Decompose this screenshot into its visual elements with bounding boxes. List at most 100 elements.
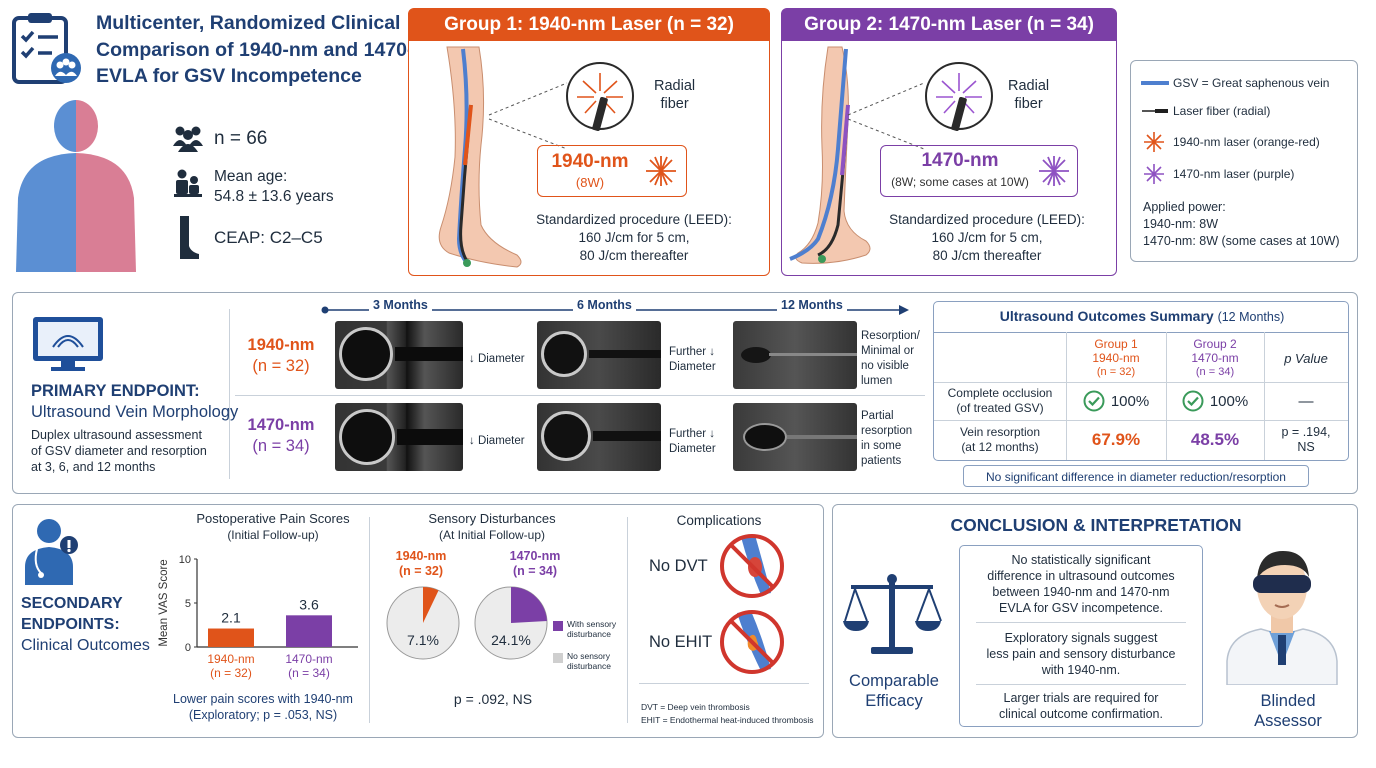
x-category-label: 1470-nm bbox=[285, 652, 332, 666]
sensory-pie-1470: 24.1% bbox=[474, 586, 548, 660]
x-category-n-label: (n = 34) bbox=[288, 666, 330, 680]
row1-6m-note: Further ↓Diameter bbox=[669, 346, 716, 373]
summary-row1-label: Complete occlusion(of treated GSV) bbox=[947, 386, 1053, 415]
x-category-n-label: (n = 32) bbox=[210, 666, 252, 680]
summary-row1-p: — bbox=[1298, 392, 1314, 410]
sensory-p-value: p = .092, NS bbox=[453, 691, 533, 707]
bar-value-label: 3.6 bbox=[299, 596, 319, 612]
ultrasound-1470-12m bbox=[733, 403, 857, 471]
y-tick-label: 10 bbox=[179, 554, 191, 566]
timeline-12-months: 12 Months bbox=[777, 298, 847, 312]
zoom-dashed-lines bbox=[488, 82, 568, 150]
group-people-icon bbox=[173, 126, 203, 152]
bar-value-label: 2.1 bbox=[221, 610, 241, 626]
pain-chart-title: Postoperative Pain Scores (Initial Follo… bbox=[196, 511, 350, 542]
ultrasound-1470-6m bbox=[537, 403, 661, 471]
ultrasound-1940-3m bbox=[335, 321, 463, 389]
timeline-6-months: 6 Months bbox=[573, 298, 636, 312]
summary-row2-group1: 67.9% bbox=[1091, 430, 1141, 449]
gsv-line-icon bbox=[1141, 81, 1169, 85]
primary-endpoint-panel: PRIMARY ENDPOINT: Ultrasound Vein Morpho… bbox=[12, 292, 1358, 494]
bar-1470-nm bbox=[286, 615, 332, 647]
laser-burst-purple-icon bbox=[1144, 164, 1164, 184]
pie-disturbance-slice bbox=[511, 587, 547, 623]
group2-wavelength-box: 1470-nm (8W; some cases at 10W) bbox=[880, 145, 1078, 197]
doctor-icon bbox=[25, 519, 78, 585]
conclusion-title: CONCLUSION & INTERPRETATION bbox=[950, 515, 1242, 535]
zoom-dashed-lines bbox=[847, 82, 925, 150]
sensory-pie-1940: 7.1% bbox=[386, 586, 460, 660]
summary-title: Ultrasound Outcomes Summary (12 Months) bbox=[999, 308, 1285, 324]
timeline-3-months: 3 Months bbox=[369, 298, 432, 312]
row2-group-label: 1470-nm (n = 34) bbox=[247, 416, 315, 455]
row2-3m-note: ↓ Diameter bbox=[469, 435, 525, 447]
clipboard-icon bbox=[12, 13, 81, 84]
sensory-title: Sensory Disturbances (At Initial Follow-… bbox=[428, 511, 556, 542]
no-dvt-icon bbox=[720, 534, 784, 598]
summary-row2-label: Vein resorption(at 12 months) bbox=[959, 425, 1041, 454]
group1-title: Group 1: 1940-nm Laser (n = 32) bbox=[409, 9, 769, 41]
ultrasound-1940-6m bbox=[537, 321, 661, 389]
summary-row2-p: p = .194,NS bbox=[1281, 425, 1331, 454]
summary-row1-group2: 100% bbox=[1166, 382, 1264, 420]
group1-procedure: Standardized procedure (LEED): 160 J/cm … bbox=[536, 212, 732, 263]
complications-definitions: DVT = Deep vein thrombosis EHIT = Endoth… bbox=[641, 702, 814, 725]
ultrasound-1470-3m bbox=[335, 403, 463, 471]
secondary-endpoints-panel: SECONDARY ENDPOINTS: Clinical Outcomes P… bbox=[12, 504, 824, 738]
ceap-class: CEAP: C2–C5 bbox=[214, 228, 323, 247]
patient-silhouette-icon bbox=[16, 100, 136, 272]
laser-burst-purple-icon bbox=[1039, 156, 1069, 186]
legend-gsv: GSV = Great saphenous vein bbox=[1173, 76, 1330, 90]
y-axis-label: Mean VAS Score bbox=[158, 559, 170, 646]
pain-chart-footer: Lower pain scores with 1940-nm (Explorat… bbox=[173, 692, 353, 722]
check-circle-icon bbox=[1083, 390, 1105, 412]
bar-1940-nm bbox=[208, 628, 254, 647]
summary-row2-group2: 48.5% bbox=[1190, 430, 1240, 449]
x-category-label: 1940-nm bbox=[207, 652, 254, 666]
y-tick-label: 5 bbox=[185, 598, 191, 610]
leg-icon bbox=[180, 216, 199, 259]
complications-title: Complications bbox=[676, 513, 762, 528]
balance-scale-icon bbox=[843, 574, 942, 654]
summary-row1-group1: 100% bbox=[1066, 382, 1166, 420]
group1-wavelength-box: 1940-nm (8W) bbox=[537, 145, 687, 197]
sensory-g1-label: 1940-nm(n = 32) bbox=[395, 549, 447, 578]
leg-with-fiber-illustration bbox=[789, 46, 871, 264]
pie-value-label: 7.1% bbox=[407, 632, 439, 648]
legend-panel: GSV = Great saphenous vein Laser fiber (… bbox=[1130, 60, 1358, 262]
legend-1470: 1470-nm laser (purple) bbox=[1173, 167, 1295, 181]
radial-fiber-orange-icon bbox=[566, 62, 634, 132]
secondary-endpoints-title: SECONDARY ENDPOINTS: Clinical Outcomes bbox=[21, 595, 150, 654]
page-title: Multicenter, Randomized Clinical Compari… bbox=[96, 12, 443, 87]
primary-endpoint-title: PRIMARY ENDPOINT: Ultrasound Vein Morpho… bbox=[31, 382, 239, 421]
y-tick-label: 0 bbox=[185, 642, 191, 654]
summary-note: No significant difference in diameter re… bbox=[963, 465, 1309, 487]
outcomes-summary-table: Ultrasound Outcomes Summary (12 Months) … bbox=[933, 301, 1349, 461]
laser-fiber-icon bbox=[1142, 109, 1168, 113]
row2-6m-note: Further ↓Diameter bbox=[669, 428, 716, 455]
sample-size: n = 66 bbox=[214, 128, 268, 149]
mean-age: Mean age: 54.8 ± 13.6 years bbox=[214, 168, 334, 205]
pain-bar-chart: 0 5 10 Mean VAS Score 2.1 1940-nm(n = 32) 3.6 1… bbox=[158, 554, 358, 680]
row1-3m-note: ↓ Diameter bbox=[469, 353, 525, 365]
laser-burst-orange-icon bbox=[646, 156, 676, 186]
pie-disturbance-slice bbox=[423, 587, 439, 623]
sensory-g2-label: 1470-nm(n = 34) bbox=[509, 549, 561, 578]
blinded-assessor-icon bbox=[1226, 551, 1338, 685]
